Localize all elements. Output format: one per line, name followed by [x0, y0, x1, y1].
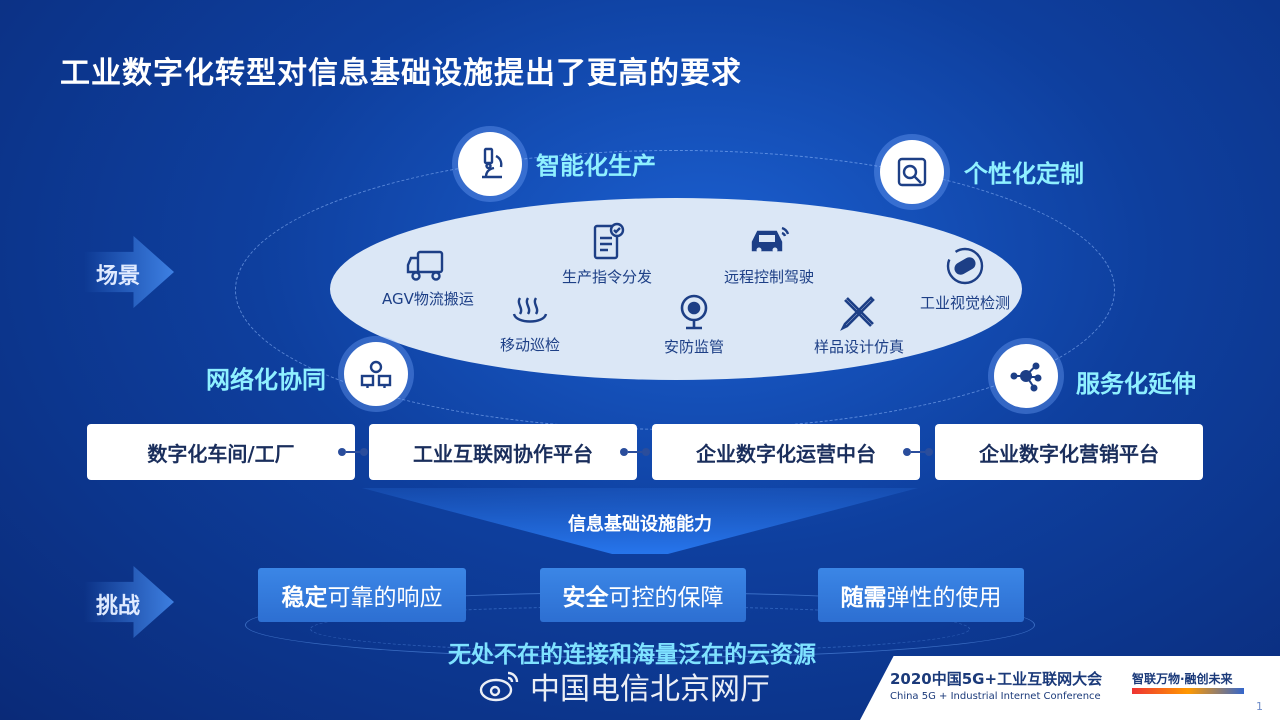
platform-iiot-collab: 工业互联网协作平台: [369, 424, 637, 480]
car-icon: [751, 226, 790, 253]
capsule-inspection-icon: [946, 247, 984, 285]
bottom-tagline: 无处不在的连接和海量泛在的云资源: [448, 642, 816, 668]
scene-remote-driving: 远程控制驾驶: [724, 224, 814, 287]
scene-security-monitoring: 安防监管: [664, 292, 724, 357]
ruler-pencil-icon: [840, 296, 875, 331]
scene-side-label: 场景: [84, 236, 174, 308]
camera-icon: [680, 294, 708, 330]
scene-mobile-inspection: 移动巡检: [500, 294, 560, 355]
scene-label: 移动巡检: [500, 336, 561, 354]
scene-ellipse: [330, 198, 1022, 380]
conference-name-en: China 5G + Industrial Internet Conferenc…: [890, 691, 1101, 702]
infrastructure-label: 信息基础设施能力: [568, 514, 712, 535]
page-number: 1: [1256, 700, 1263, 713]
platform-digital-workshop: 数字化车间/工厂: [87, 424, 355, 480]
connector: [903, 446, 933, 458]
watermark-text: 中国电信北京网厅: [530, 672, 770, 707]
conference-slogan: 智联万物·融创未来: [1132, 672, 1233, 686]
challenge-elasticity: 随需弹性的使用: [818, 568, 1024, 622]
platform-operations-hub: 企业数字化运营中台: [652, 424, 920, 480]
scene-label: 样品设计仿真: [814, 338, 905, 356]
conference-color-bar: [1132, 688, 1244, 694]
weibo-icon: [479, 671, 519, 702]
challenge-security: 安全可控的保障: [540, 568, 746, 622]
watermark: 中国电信北京网厅: [478, 664, 770, 708]
scene-vision-inspection: 工业视觉检测: [920, 244, 1010, 313]
scene-label: 生产指令分发: [562, 268, 653, 286]
scene-label: 安防监管: [664, 338, 725, 356]
waves-icon: [512, 297, 548, 323]
microscope-icon: [458, 132, 522, 196]
truck-icon: [406, 250, 444, 281]
slide-title: 工业数字化转型对信息基础设施提出了更高的要求: [60, 56, 742, 91]
scene-production-dispatch: 生产指令分发: [562, 222, 652, 287]
network-hub-icon: [994, 344, 1058, 408]
conference-info: 2020中国5G+工业互联网大会 China 5G + Industrial I…: [890, 668, 1102, 702]
category-network-collab: 网络化协同: [206, 366, 326, 394]
scene-agv-logistics: AGV物流搬运: [382, 248, 474, 309]
customization-icon: [880, 140, 944, 204]
connector: [338, 446, 368, 458]
challenge-side-label: 挑战: [84, 566, 174, 638]
scene-label: 远程控制驾驶: [724, 268, 815, 286]
scene-label: AGV物流搬运: [382, 290, 474, 308]
platform-marketing: 企业数字化营销平台: [935, 424, 1203, 480]
collaboration-icon: [344, 342, 408, 406]
document-check-icon: [593, 222, 625, 260]
category-service-extension: 服务化延伸: [1076, 370, 1196, 398]
connector: [620, 446, 650, 458]
category-smart-production: 智能化生产: [536, 152, 656, 180]
category-customization: 个性化定制: [964, 160, 1084, 188]
scene-label: 工业视觉检测: [920, 294, 1011, 312]
challenge-stability: 稳定可靠的响应: [258, 568, 466, 622]
scene-design-simulation: 样品设计仿真: [814, 292, 904, 357]
conference-name-cn: 2020中国5G+工业互联网大会: [890, 670, 1103, 688]
